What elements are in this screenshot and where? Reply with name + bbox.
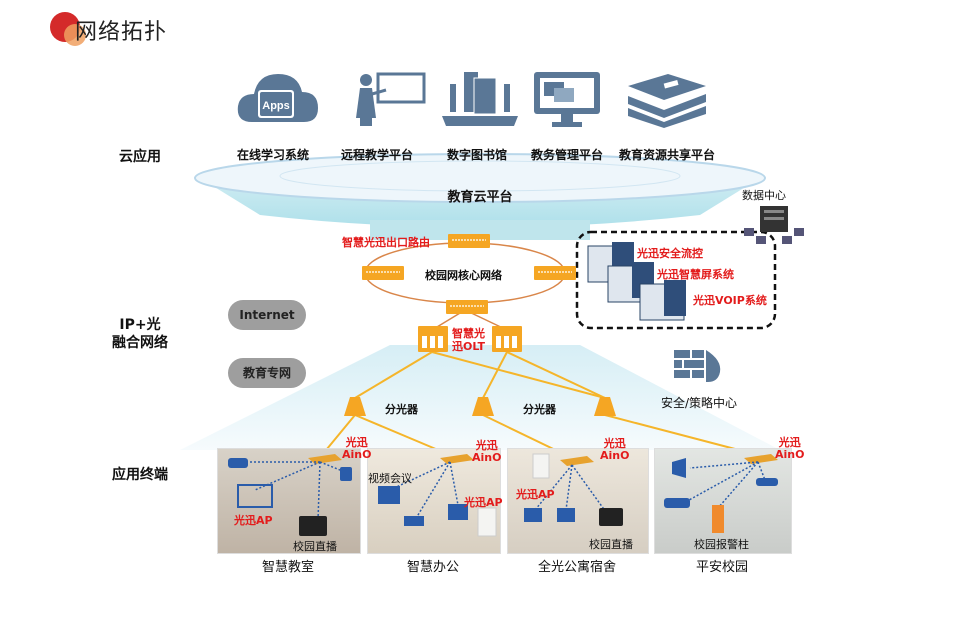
aino-label-line1: 光迅 xyxy=(345,436,368,449)
app-label-remote-teaching: 远程教学平台 xyxy=(340,148,413,162)
logo-circle-orange xyxy=(64,24,86,46)
server-label-voip: 光迅VOIP系统 xyxy=(693,294,767,307)
layer-label-ip-optical-1: IP+光 xyxy=(119,317,161,333)
olt-label-1: 智慧光 xyxy=(452,327,485,340)
app-label-digital-library: 数字图书馆 xyxy=(446,148,507,162)
aino-label-line1: 光迅 xyxy=(475,439,498,452)
caption-dormitory: 全光公寓宿舍 xyxy=(537,560,616,575)
datacenter-label: 数据中心 xyxy=(742,189,786,202)
layer-label-cloud-app: 云应用 xyxy=(119,149,161,165)
live-label-classroom: 校园直播 xyxy=(293,540,337,553)
aino-label-line2: AinO xyxy=(775,448,805,461)
firewall-icon xyxy=(674,350,721,382)
app-label-academic-admin: 教务管理平台 xyxy=(530,148,603,162)
layer-label-terminals: 应用终端 xyxy=(112,467,168,483)
aino-label-line2: AinO xyxy=(342,448,372,461)
fiber-lines xyxy=(321,351,759,459)
page-title: 网络拓扑 xyxy=(75,20,168,45)
splitter-label-2: 分光器 xyxy=(523,403,556,416)
svg-text:Apps: Apps xyxy=(262,100,290,112)
alarm-pillar-label: 校园报警柱 xyxy=(694,538,749,551)
server-label-security-flow: 光迅安全流控 xyxy=(637,247,703,260)
app-label-resource-sharing: 教育资源共享平台 xyxy=(618,148,715,162)
aino-label-line2: AinO xyxy=(600,449,630,462)
ap-label-classroom: 光迅AP xyxy=(234,514,273,527)
internet-cloud: Internet xyxy=(228,300,306,330)
aino-label-line1: 光迅 xyxy=(778,436,801,449)
cloud-platform-label: 教育云平台 xyxy=(447,190,513,205)
aino-label-line1: 光迅 xyxy=(603,437,626,450)
cloud-apps-icon: Apps xyxy=(237,74,318,122)
education-network-cloud: 教育专网 xyxy=(228,358,306,388)
servers-icon xyxy=(587,242,686,321)
ap-label-dormitory: 光迅AP xyxy=(516,488,555,501)
cloud-platform-disc xyxy=(194,153,766,203)
video-conference-label: 视频会议 xyxy=(368,472,412,485)
datacenter-icon xyxy=(744,206,804,244)
aino-label-line2: AinO xyxy=(472,451,502,464)
caption-smart-office: 智慧办公 xyxy=(406,560,459,575)
books-stack-icon xyxy=(628,74,706,128)
live-label-dormitory: 校园直播 xyxy=(589,538,633,551)
security-center-label: 安全/策略中心 xyxy=(661,396,738,410)
caption-smart-classroom: 智慧教室 xyxy=(261,560,314,575)
router-label: 智慧光迅出口路由 xyxy=(342,236,430,249)
app-label-online-learning: 在线学习系统 xyxy=(236,148,309,162)
caption-safe-campus: 平安校园 xyxy=(695,560,748,575)
server-label-smart-screen: 光迅智慧屏系统 xyxy=(657,268,734,281)
olt-label-2: 迅OLT xyxy=(452,340,486,353)
monitor-admin-icon xyxy=(534,72,600,127)
library-laptop-icon xyxy=(442,72,518,126)
splitter-label-1: 分光器 xyxy=(385,403,418,416)
scene-smart-classroom xyxy=(217,448,361,554)
ap-label-office: 光迅AP xyxy=(464,496,503,509)
core-ring-label: 校园网核心网络 xyxy=(425,269,502,282)
datacenter-box xyxy=(575,230,777,330)
layer-label-ip-optical-2: 融合网络 xyxy=(112,335,168,351)
teacher-board-icon xyxy=(356,72,426,126)
